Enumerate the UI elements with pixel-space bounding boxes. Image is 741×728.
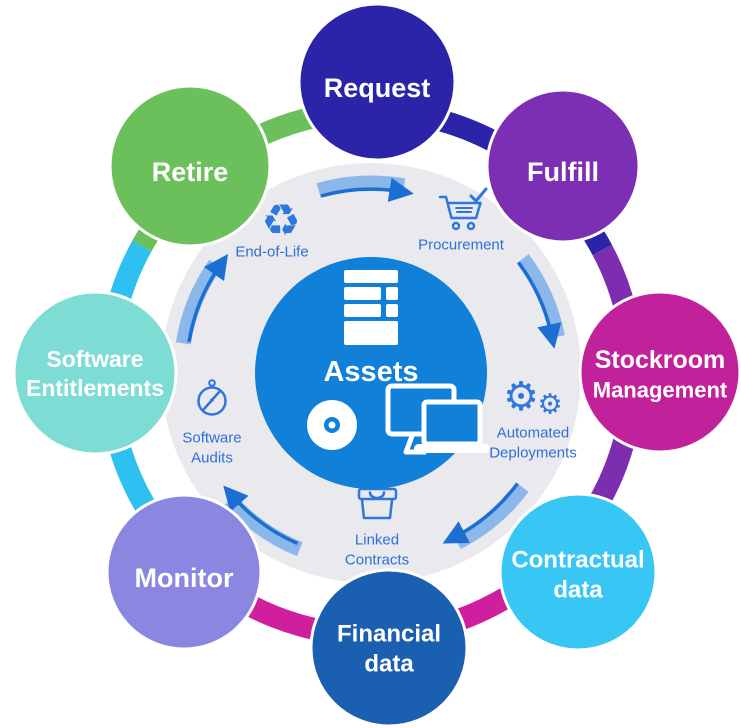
node-retire: Retire	[108, 84, 272, 248]
flow-arrow-right	[516, 254, 565, 349]
flow-arrow-left	[175, 254, 229, 345]
procurement-label: Procurement	[418, 237, 505, 254]
linked-label: Linked	[355, 532, 399, 549]
deployments-label: Deployments	[489, 445, 577, 462]
archive-box-icon	[357, 487, 398, 520]
server-stack-icon	[344, 270, 398, 345]
arrow-line-icon	[442, 482, 519, 544]
node-contractual-data: Contractual data	[498, 492, 658, 652]
entitlements-label: Entitlements	[26, 375, 164, 401]
node-software-entitlements: Software Entitlements	[12, 290, 178, 456]
retire-label: Retire	[152, 157, 229, 187]
gear-small-icon: ⚙	[537, 388, 562, 421]
contractual-label: Contractual	[511, 547, 644, 574]
flow-arrow-bottom-left	[223, 485, 303, 557]
software-label: Software	[182, 430, 241, 447]
stockroom-label: Stockroom	[595, 346, 726, 374]
node-financial-data: Financial data	[309, 568, 469, 728]
arrow-line-icon	[320, 177, 414, 202]
inner-node-procurement: Procurement	[418, 187, 505, 254]
request-circle	[297, 2, 457, 162]
fulfill-circle	[485, 88, 641, 244]
management-label: Management	[593, 378, 728, 403]
arrow-line-icon	[223, 485, 299, 546]
inner-nodes: ♻ End-of-Life Procurement ⚙ ⚙ Automated …	[182, 187, 577, 569]
node-monitor: Monitor	[105, 493, 263, 651]
compass-icon	[197, 379, 227, 416]
node-stockroom-management: Stockroom Management	[578, 290, 741, 454]
recycle-icon: ♻	[261, 196, 300, 247]
contractual-circle	[498, 492, 658, 652]
flow-arrow-bottom-right	[442, 482, 529, 549]
center-node-assets: Assets	[255, 257, 490, 489]
retire-circle	[108, 84, 272, 248]
inner-node-software-audits: Software Audits	[182, 379, 242, 467]
node-request: Request	[297, 2, 457, 162]
automated-label: Automated	[497, 425, 570, 442]
monitor-label: Monitor	[135, 563, 234, 593]
fulfill-label: Fulfill	[527, 157, 599, 187]
flow-arrow-top	[316, 175, 414, 202]
inner-node-linked-contracts: Linked Contracts	[345, 487, 409, 569]
contractual-data-label: data	[553, 577, 603, 604]
monitor-laptop-icon	[385, 383, 490, 455]
flow-arrows	[175, 175, 565, 557]
arrow-line-icon	[187, 254, 229, 343]
outer-nodes: Request Fulfill Stockroom Management Con…	[12, 2, 741, 728]
inner-node-end-of-life: ♻ End-of-Life	[235, 196, 308, 261]
stockroom-circle	[578, 290, 741, 454]
audits-label: Audits	[191, 450, 233, 467]
monitor-circle	[105, 493, 263, 651]
node-fulfill: Fulfill	[485, 88, 641, 244]
financial-circle	[309, 568, 469, 728]
inner-node-automated-deployments: ⚙ ⚙ Automated Deployments	[489, 374, 577, 462]
request-label: Request	[324, 73, 431, 103]
gears-icon: ⚙	[503, 374, 539, 420]
shopping-cart-icon	[438, 187, 488, 231]
entitlements-circle	[12, 290, 178, 456]
contracts-label: Contracts	[345, 552, 409, 569]
financial-data-label: data	[364, 651, 414, 678]
cd-disc-icon	[307, 400, 357, 450]
software-ent-label: Software	[46, 346, 143, 372]
end-of-life-label: End-of-Life	[235, 244, 308, 261]
arrow-line-icon	[517, 261, 562, 349]
financial-label: Financial	[337, 621, 441, 648]
assets-label-text: Assets	[323, 356, 418, 388]
